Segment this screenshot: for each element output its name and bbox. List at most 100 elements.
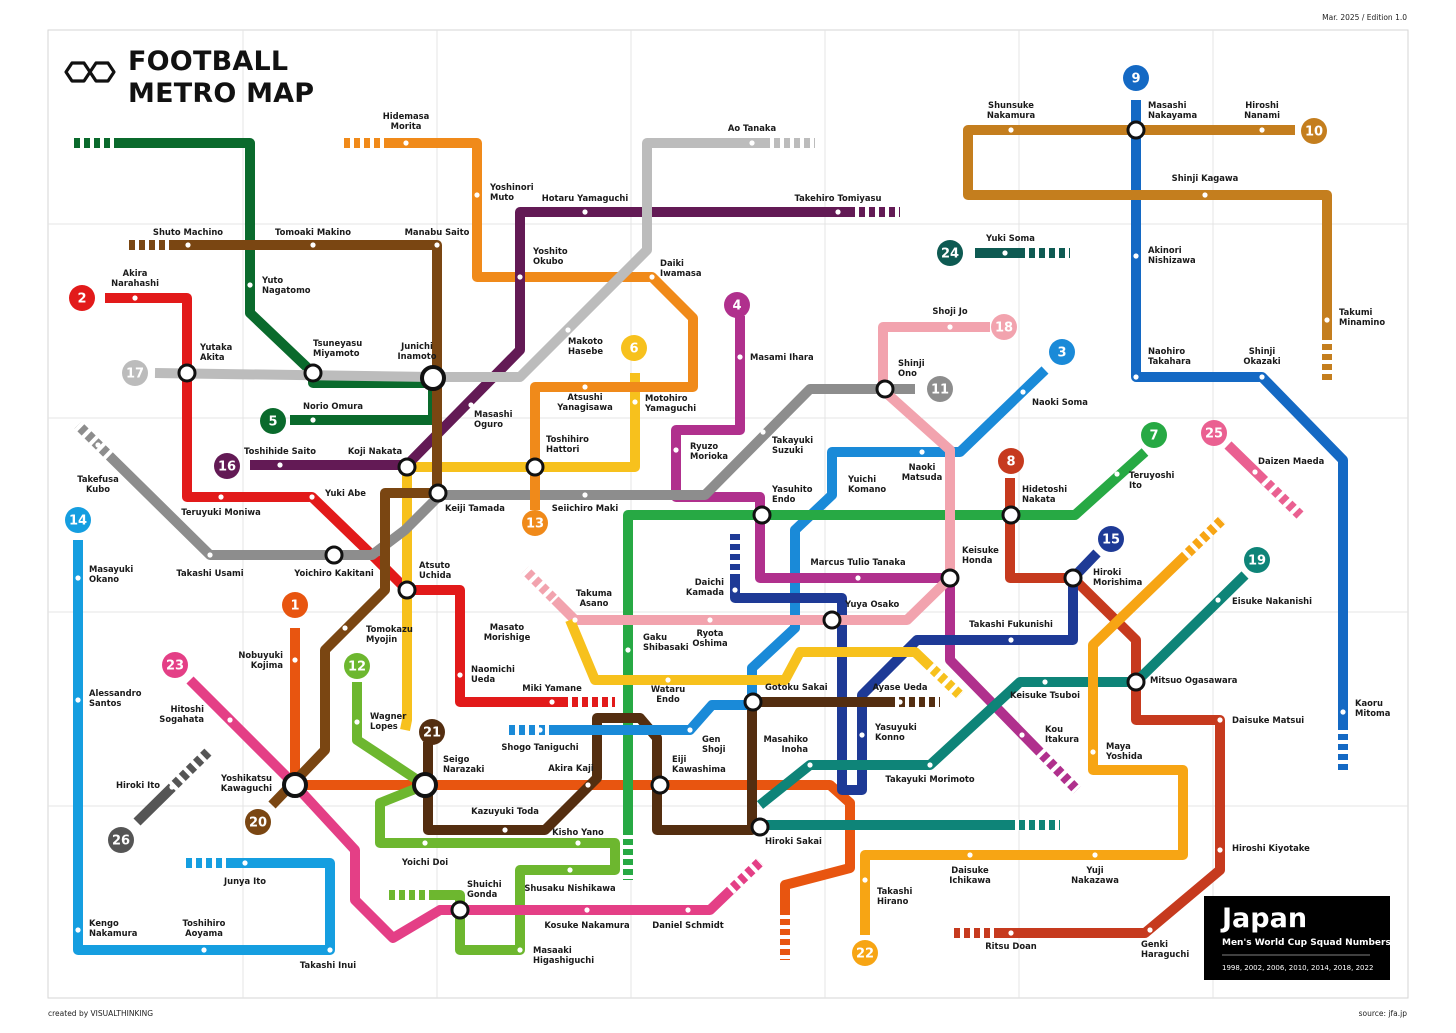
station-hiroki-sakai[interactable]: Hiroki Sakai [750, 817, 822, 846]
station-yuya-osako[interactable]: Yuya Osako [822, 599, 900, 630]
line-badge-17[interactable]: 17 [122, 360, 148, 386]
line-badge-8[interactable]: 8 [998, 448, 1024, 474]
station-daniel-schmidt[interactable]: Daniel Schmidt [652, 907, 724, 930]
line-badge-9[interactable]: 9 [1123, 65, 1149, 91]
line-badge-7[interactable]: 7 [1141, 422, 1167, 448]
station-toshihide-saito[interactable]: Toshihide Saito [244, 446, 316, 468]
station-hiroki-ito[interactable]: Hiroki Ito [116, 780, 175, 790]
station-marcus-tulio-tanaka[interactable]: Marcus Tulio Tanaka [810, 557, 906, 581]
station-mitsuo-ogasawara[interactable]: Mitsuo Ogasawara [1126, 672, 1237, 692]
station-shogo-taniguchi[interactable]: Shogo Taniguchi [501, 727, 579, 752]
station-masami-ihara[interactable]: Masami Ihara [737, 352, 814, 362]
line-badge-20[interactable]: 20 [245, 809, 271, 835]
station-miki-yamane[interactable]: Miki Yamane [522, 683, 582, 705]
station-takashi-fukunishi[interactable]: Takashi Fukunishi [969, 619, 1053, 643]
station-takashi-inui[interactable]: Takashi Inui [300, 947, 356, 970]
line-badge-10[interactable]: 10 [1301, 118, 1327, 144]
station-yuki-soma[interactable]: Yuki Soma [985, 233, 1035, 256]
station-hotaru-yamaguchi[interactable]: Hotaru Yamaguchi [542, 193, 629, 215]
station-keiji-tamada[interactable]: Keiji Tamada [428, 483, 505, 513]
station-kisho-yano[interactable]: Kisho Yano [552, 827, 604, 846]
station-takayuki-morimoto[interactable]: Takayuki Morimoto [885, 762, 975, 784]
line-badge-21[interactable]: 21 [419, 719, 445, 745]
line-badge-13[interactable]: 13 [522, 510, 548, 536]
line-badge-25[interactable]: 25 [1201, 420, 1227, 446]
line-badge-19[interactable]: 19 [1244, 547, 1270, 573]
line-badge-6[interactable]: 6 [621, 335, 647, 361]
line-badge-2[interactable]: 2 [69, 285, 95, 311]
line-badge-5[interactable]: 5 [260, 408, 286, 434]
station-tomoaki-makino[interactable]: Tomoaki Makino [275, 227, 351, 248]
line-badge-24[interactable]: 24 [937, 240, 963, 266]
station-yoichiro-kakitani[interactable]: Yoichiro Kakitani [293, 545, 374, 578]
station-eisuke-nakanishi[interactable]: Eisuke Nakanishi [1215, 596, 1312, 606]
line-badge-3[interactable]: 3 [1049, 339, 1075, 365]
line-badge-26[interactable]: 26 [108, 827, 134, 853]
station-takashi-usami[interactable]: Takashi Usami [176, 552, 244, 578]
station-gotoku-sakai[interactable]: Gotoku Sakai [743, 682, 828, 712]
station-ritsu-doan[interactable]: Ritsu Doan [985, 930, 1037, 951]
station-ao-tanaka[interactable]: Ao Tanaka [728, 123, 776, 146]
station-keisuke-tsuboi[interactable]: Keisuke Tsuboi [1010, 679, 1080, 700]
station-norio-omura[interactable]: Norio Omura [303, 401, 363, 423]
line-badge-11[interactable]: 11 [927, 376, 953, 402]
station-koji-nakata[interactable]: Koji Nakata [348, 446, 417, 477]
line-badge-14[interactable]: 14 [65, 507, 91, 533]
station-shinji-kagawa[interactable]: Shinji Kagawa [1172, 173, 1239, 198]
station-hiroshi-kiyotake[interactable]: Hiroshi Kiyotake [1217, 843, 1310, 853]
station-yuki-abe[interactable]: Yuki Abe [309, 488, 366, 500]
station-kosuke-nakamura[interactable]: Kosuke Nakamura [544, 907, 630, 930]
station-yoichi-doi[interactable]: Yoichi Doi [401, 840, 448, 867]
station-seiichiro-maki[interactable]: Seiichiro Maki [552, 492, 619, 513]
station-manabu-saito[interactable]: Manabu Saito [405, 227, 470, 248]
line-badge-12[interactable]: 12 [344, 653, 370, 679]
line-badge-23[interactable]: 23 [162, 652, 188, 678]
line-badge-16[interactable]: 16 [214, 453, 240, 479]
